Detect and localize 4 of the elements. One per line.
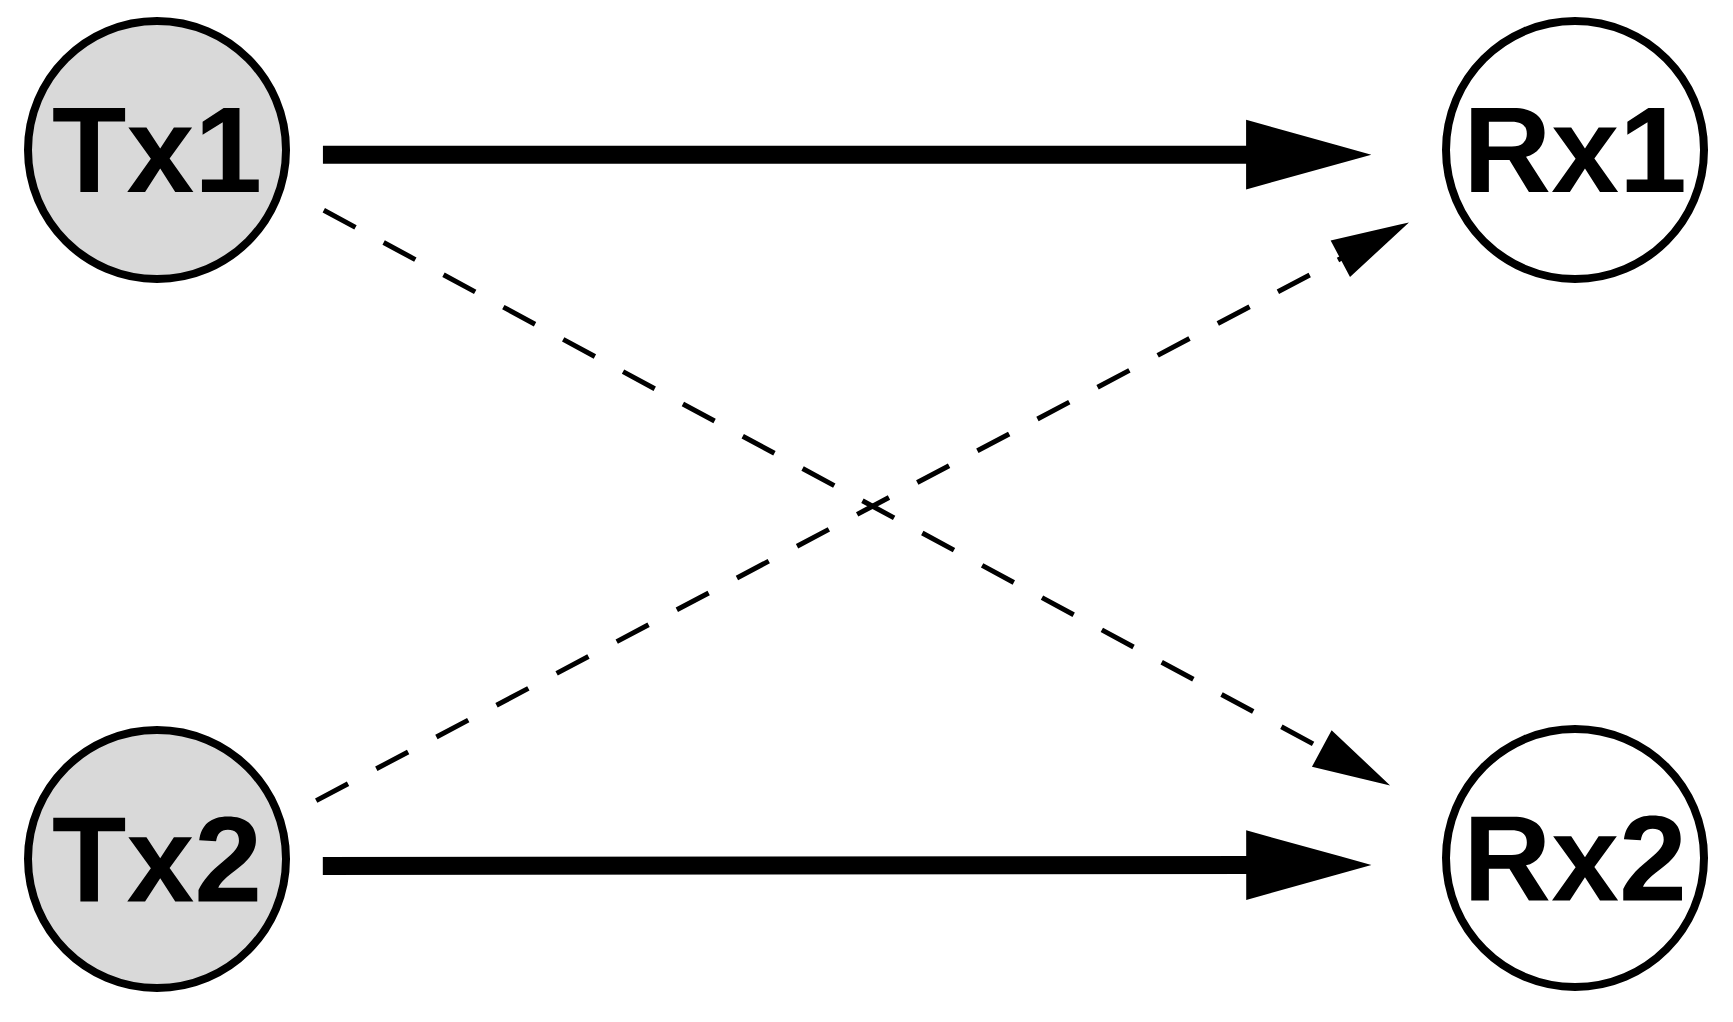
circle-node: Rx2 bbox=[1442, 725, 1708, 991]
circle-node: Rx1 bbox=[1442, 17, 1708, 283]
circle-node: Tx1 bbox=[24, 17, 290, 283]
circle-node: Tx2 bbox=[24, 726, 290, 992]
